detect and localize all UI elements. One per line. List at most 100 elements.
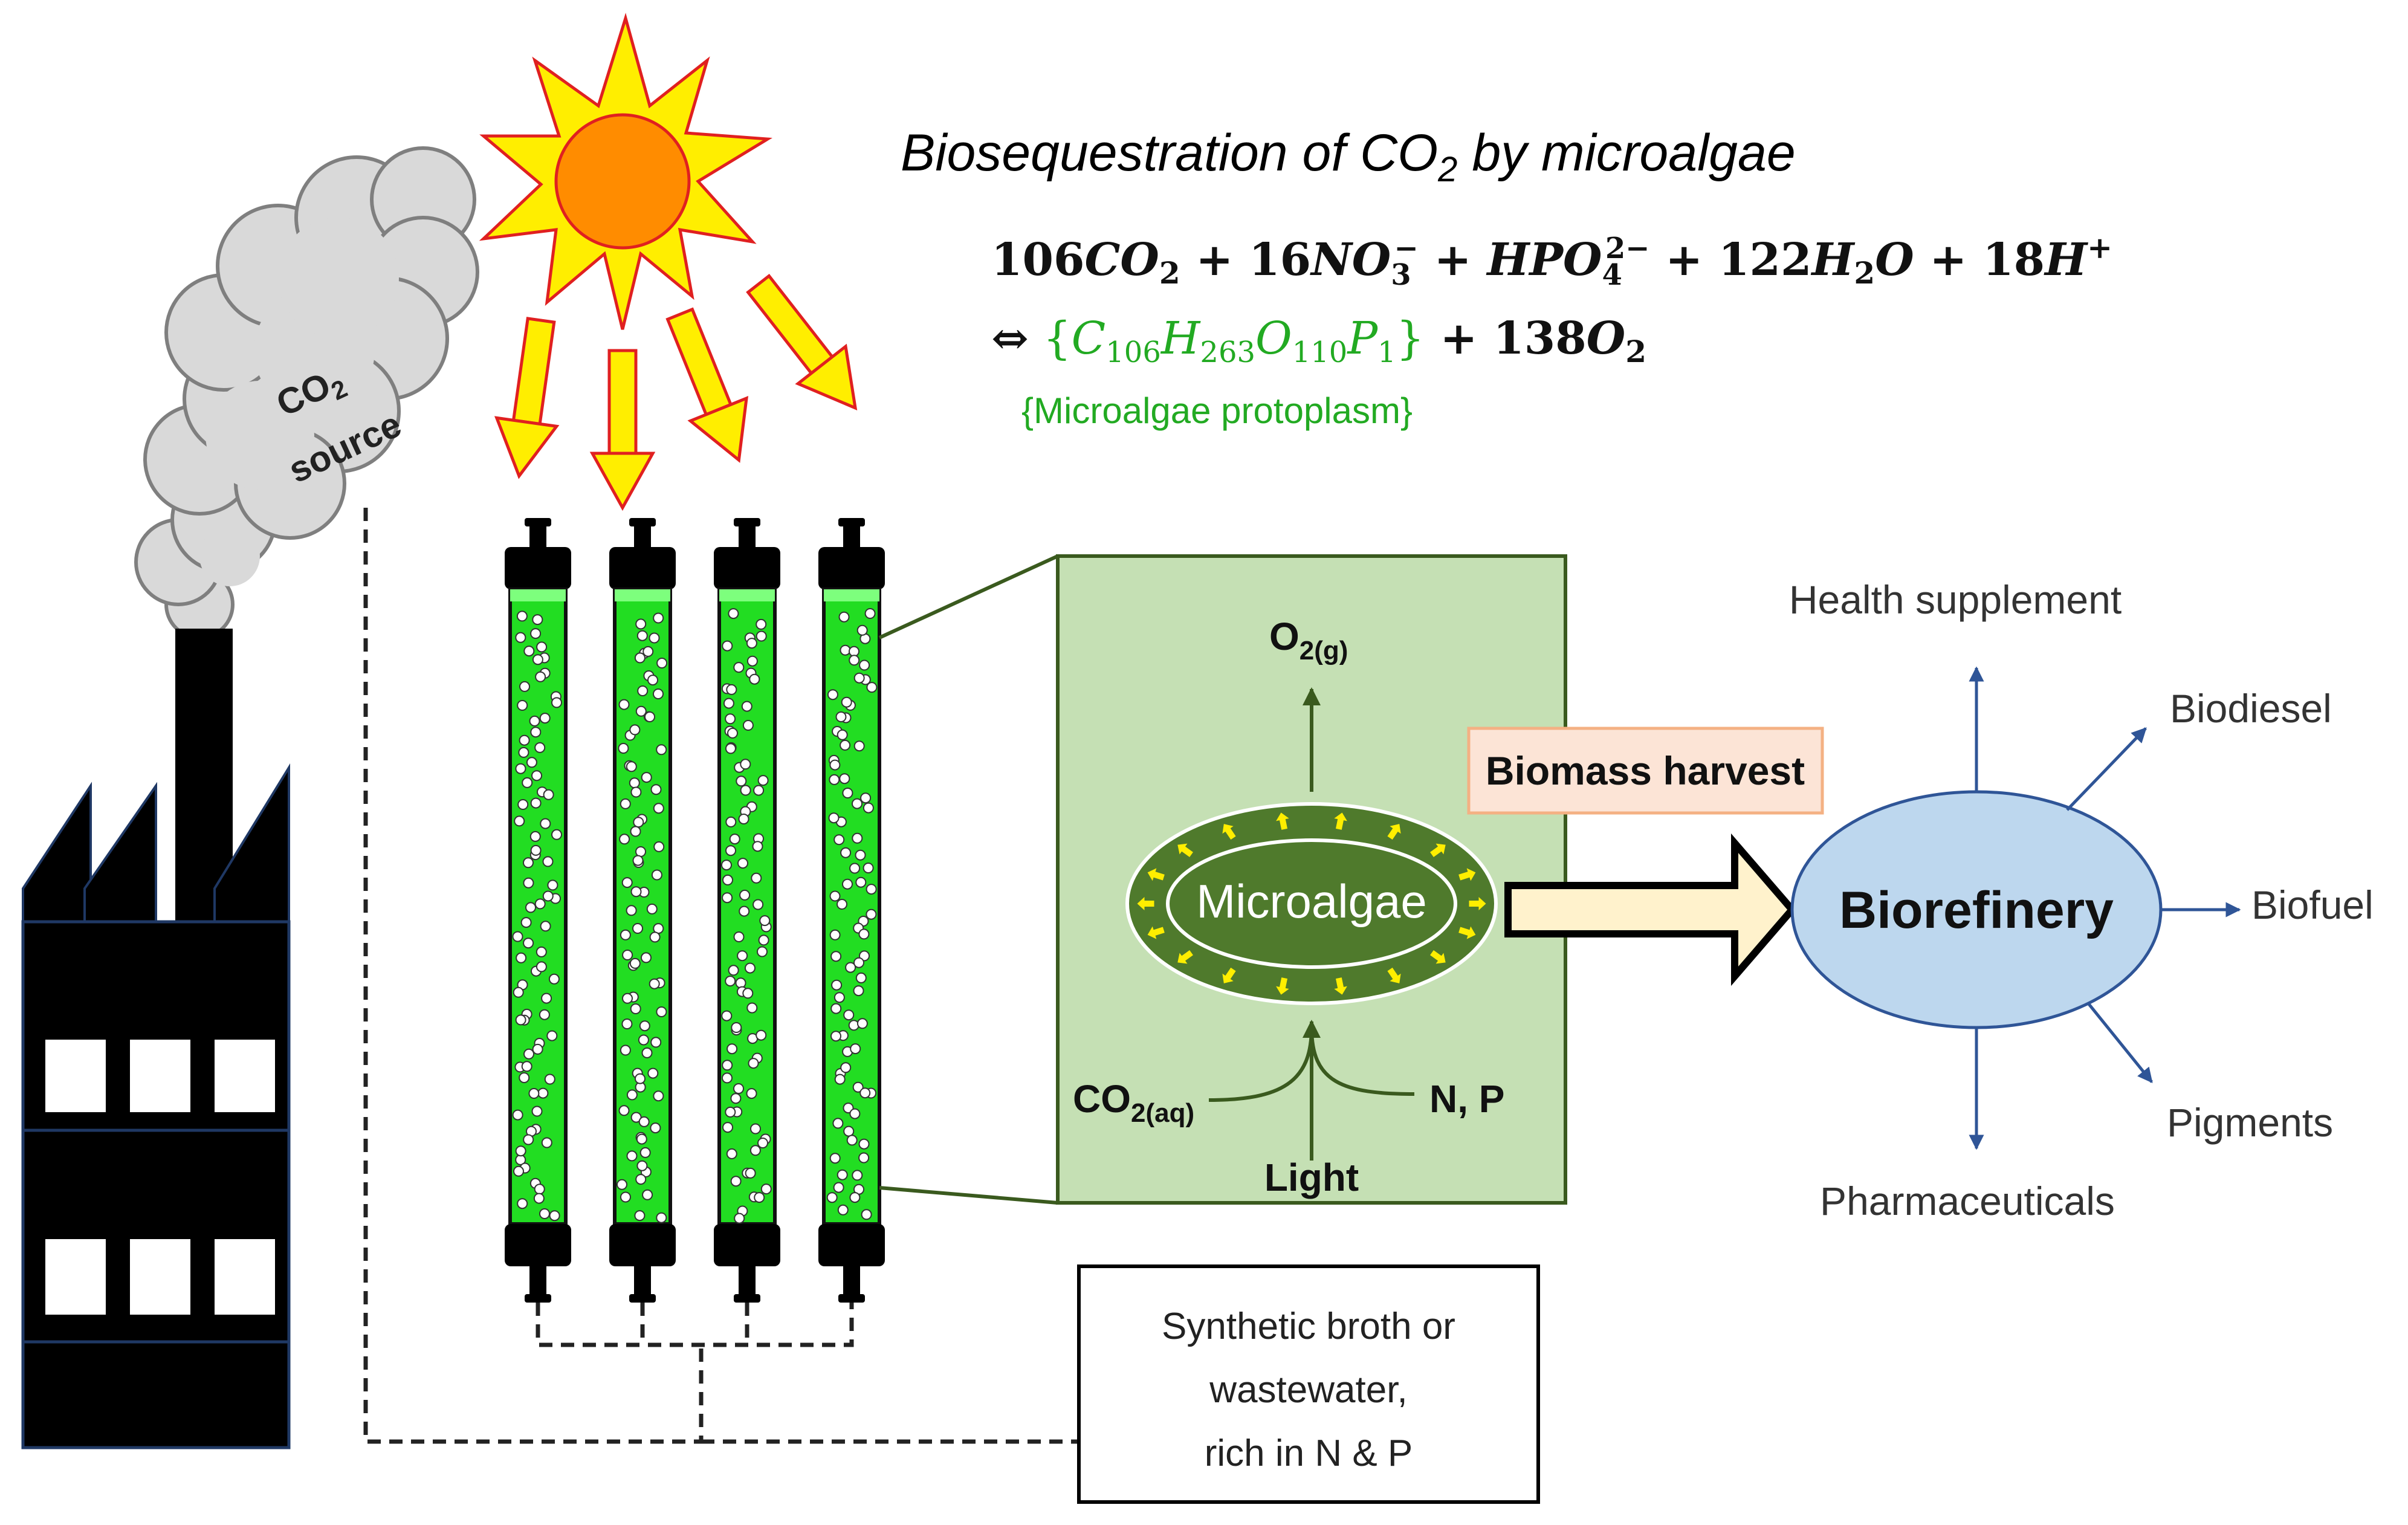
gas-bubble [733,1083,744,1094]
gas-bubble [626,761,637,772]
membrane-arrow-icon [1276,812,1289,830]
gas-bubble [730,1093,742,1104]
gas-bubble [650,1037,662,1048]
gas-bubble [745,962,756,974]
membrane-arrow-icon [1177,843,1193,857]
gas-bubble [512,931,523,942]
gas-bubble [618,743,629,754]
gas-bubble [525,902,536,913]
gas-bubble [730,1176,742,1187]
sunlight-arrow-icon [489,316,571,480]
gas-bubble [740,759,751,770]
gas-bubble [523,1048,534,1060]
gas-bubble [531,770,542,782]
gas-bubble [832,1118,844,1129]
light-label: Light [1264,1156,1359,1199]
gas-bubble [619,834,630,845]
membrane-arrow-icon [1276,977,1289,995]
gas-bubble [549,1210,560,1222]
gas-bubble [842,878,853,890]
gas-bubble [539,1009,550,1020]
gas-bubble [517,799,529,810]
gas-bubble [843,1125,855,1137]
gas-bubble [722,892,733,904]
gas-bubble [620,1044,631,1056]
broth-label-1: Synthetic broth or [1162,1306,1455,1347]
gas-bubble [653,803,664,814]
np-label: N, P [1429,1077,1504,1121]
membrane-arrow-icon [1458,868,1476,881]
gas-bubble [723,698,734,709]
gas-bubble [853,985,864,997]
gas-bubble [630,1003,641,1014]
gas-bubble [541,1137,552,1148]
gas-bubble [856,1018,868,1029]
gas-bubble [863,863,874,873]
gas-bubble [826,1192,838,1203]
gas-bubble [515,1014,526,1026]
gas-bubble [833,834,845,846]
gas-bubble [757,775,769,786]
gas-bubble [647,675,658,686]
product-biodiesel: Biodiesel [2170,686,2332,731]
membrane-arrow-icon [1177,950,1193,964]
gas-bubble [514,815,525,827]
gas-bubble [513,1165,524,1177]
gas-bubble [551,829,562,840]
gas-bubble [849,863,861,874]
gas-bubble [649,978,660,989]
gas-bubble [728,608,739,620]
gas-bubble [860,792,872,804]
gas-bubble [728,965,739,976]
gas-bubble [630,786,642,798]
gas-bubble [721,1010,733,1022]
gas-bubble [646,903,658,915]
gas-bubble [738,814,749,824]
gas-bubble [626,905,637,916]
gas-bubble [722,640,733,652]
gas-bubble [529,715,540,727]
gas-bubble [756,618,767,630]
gas-bubble [829,929,841,941]
gas-bubble [522,777,533,788]
gas-bubble [757,946,768,957]
gas-bubble [518,746,529,758]
gas-bubble [626,1089,638,1101]
gas-bubble [749,673,760,685]
gas-bubble [845,962,856,973]
membrane-arrow-icon [1137,897,1154,910]
gas-bubble [838,611,850,623]
gas-piping [363,508,1079,1444]
gas-bubble [650,1122,661,1134]
protoplasm-label: {Microalgae protoplasm} [1021,390,1413,431]
gas-bubble [639,1147,651,1158]
gas-bubble [829,759,841,771]
gas-bubble [617,1179,627,1190]
gas-bubble [746,1002,758,1014]
gas-bubble [746,655,758,667]
gas-bubble [858,1138,870,1150]
membrane-arrow-icon [1430,843,1446,857]
gas-bubble [632,923,643,934]
gas-bubble [635,618,647,630]
gas-bubble [656,744,667,756]
gas-bubble [835,711,847,722]
gas-bubble [829,774,840,785]
gas-bubble [760,1183,772,1195]
gas-bubble [523,857,534,869]
gas-bubble [866,908,877,920]
membrane-arrow-icon [1387,824,1401,840]
gas-bubble [536,946,547,957]
gas-bubble [620,929,631,941]
sun-icon [479,13,772,330]
gas-bubble [632,855,644,866]
gas-bubble [725,845,736,856]
product-arrows [1969,666,2241,1150]
gas-bubble [642,1189,653,1200]
gas-bubble [727,727,738,739]
gas-bubble [656,658,668,669]
gas-bubble [734,1213,745,1224]
biomass-harvest-label: Biomass harvest [1486,748,1805,793]
gas-bubble [722,1060,733,1071]
gas-bubble [855,972,867,983]
